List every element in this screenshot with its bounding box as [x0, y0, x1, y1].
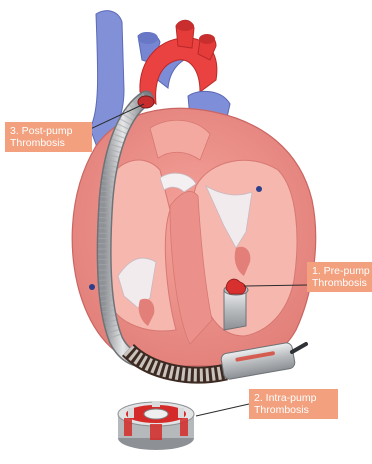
post-pump-label-line1: 3. Post-pump — [10, 125, 87, 137]
pre-pump-label-line1: 1. Pre-pump — [312, 265, 367, 277]
leader-intra-pump — [196, 404, 249, 416]
inflow-cannula — [224, 290, 246, 330]
intra-pump-label-line2: Thrombosis — [254, 404, 333, 416]
post-pump-thrombosis-label: 3. Post-pump Thrombosis — [5, 122, 92, 152]
post-pump-label-line2: Thrombosis — [10, 137, 87, 149]
pump-rotor-cross-section-icon — [118, 401, 194, 450]
pre-pump-label-line2: Thrombosis — [312, 277, 367, 289]
pre-pump-thrombosis-label: 1. Pre-pump Thrombosis — [307, 262, 372, 292]
intra-pump-label-line1: 2. Intra-pump — [254, 392, 333, 404]
intra-pump-thrombosis-label: 2. Intra-pump Thrombosis — [249, 389, 338, 419]
